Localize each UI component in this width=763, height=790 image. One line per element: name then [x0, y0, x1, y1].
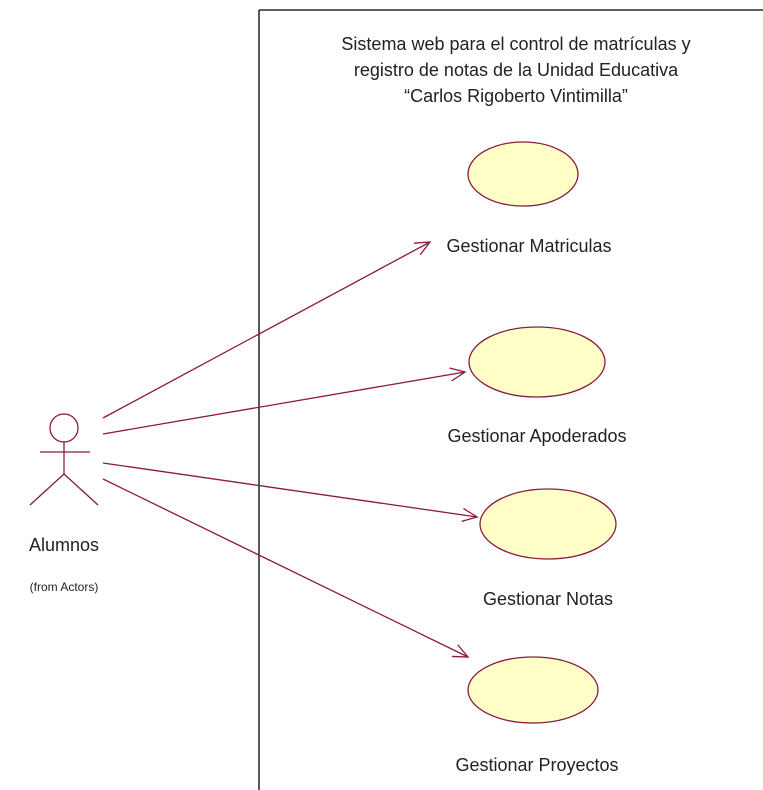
association-notas[interactable] [102, 462, 479, 522]
actor-head [49, 413, 79, 443]
actor-figure-icon [29, 413, 99, 506]
association-matriculas[interactable] [102, 241, 432, 419]
association-apoderados[interactable] [102, 367, 467, 435]
use-case-ellipse [468, 326, 606, 398]
actor-origin: (from Actors) [30, 580, 99, 594]
use-case-label: Gestionar Matriculas [446, 236, 611, 256]
system-title-line-3: “Carlos Rigoberto Vintimilla” [404, 86, 628, 106]
use-case-label: Gestionar Notas [483, 589, 613, 609]
use-case-notas[interactable]: Gestionar Notas [479, 488, 617, 609]
use-case-label: Gestionar Apoderados [447, 426, 626, 446]
use-case-label: Gestionar Proyectos [455, 755, 618, 775]
actor-right-leg [63, 473, 99, 506]
use-case-ellipse [467, 141, 579, 207]
system-title-line-1: Sistema web para el control de matrícula… [341, 34, 690, 54]
actor-left-leg [29, 473, 65, 506]
system-boundary: Sistema web para el control de matrícula… [258, 9, 763, 790]
use-case-proyectos[interactable]: Gestionar Proyectos [455, 656, 619, 775]
system-title-line-2: registro de notas de la Unidad Educativa [354, 60, 679, 80]
association-line [102, 462, 478, 518]
actor-alumnos[interactable]: Alumnos (from Actors) [29, 413, 99, 594]
association-arrowhead [461, 507, 479, 522]
use-case-matriculas[interactable]: Gestionar Matriculas [446, 141, 612, 256]
association-line [102, 478, 469, 658]
association-arrowhead [451, 644, 470, 658]
use-case-ellipse [467, 656, 599, 724]
association-line [102, 241, 431, 419]
use-case-ellipse [479, 488, 617, 560]
use-case-apoderados[interactable]: Gestionar Apoderados [447, 326, 627, 446]
actor-name: Alumnos [29, 535, 99, 555]
association-proyectos[interactable] [102, 478, 470, 658]
association-arrowhead [449, 367, 467, 382]
association-line [102, 371, 466, 435]
associations [102, 241, 479, 658]
association-arrowhead [413, 241, 432, 256]
